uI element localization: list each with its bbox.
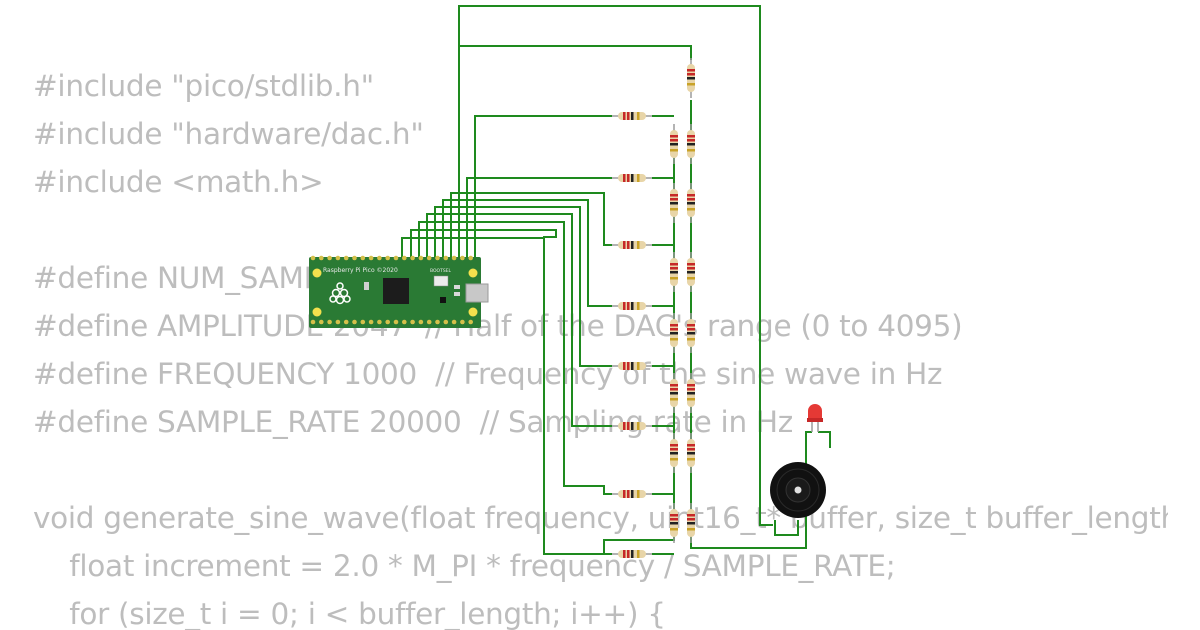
wire — [466, 177, 612, 258]
resistor — [611, 111, 653, 121]
resistor — [611, 173, 653, 183]
buzzer — [770, 462, 826, 518]
wire — [474, 115, 612, 258]
resistor — [611, 240, 653, 250]
wire — [818, 431, 831, 448]
resistor — [669, 251, 679, 293]
resistor — [686, 251, 696, 293]
resistor-ladder — [611, 57, 696, 559]
resistor — [686, 432, 696, 474]
wire — [426, 213, 612, 427]
flash-chip — [440, 297, 446, 303]
code-line: #include <math.h> — [33, 165, 324, 199]
pico-board: Raspberry Pi Pico ©2020 BOOTSEL — [309, 255, 489, 328]
code-line: #include "hardware/dac.h" — [33, 117, 424, 151]
wire — [774, 520, 799, 536]
resistor — [611, 361, 653, 371]
resistor — [611, 301, 653, 311]
board-title: Raspberry Pi Pico ©2020 — [323, 267, 398, 274]
code-line: #define FREQUENCY 1000 // Frequency of t… — [33, 357, 943, 391]
resistor — [686, 372, 696, 414]
red-led — [807, 404, 823, 432]
board-pins — [310, 255, 474, 325]
resistor — [611, 549, 653, 559]
resistor — [686, 182, 696, 224]
code-line: #define SAMPLE_RATE 20000 // Sampling ra… — [33, 405, 793, 439]
wire — [442, 199, 612, 307]
code-line: #include "pico/stdlib.h" — [33, 69, 374, 103]
resistor — [686, 57, 696, 99]
rp2040-chip — [383, 278, 409, 304]
bootsel-button — [433, 275, 449, 287]
code-line: float increment = 2.0 * M_PI * frequency… — [33, 549, 896, 583]
resistor — [669, 182, 679, 224]
wire — [434, 206, 612, 367]
resistor — [686, 123, 696, 165]
bootsel-label: BOOTSEL — [430, 268, 452, 274]
resistor — [686, 502, 696, 544]
code-editor-background: #include "pico/stdlib.h" #include "hardwa… — [33, 69, 1168, 630]
resistor — [669, 502, 679, 544]
wires — [401, 5, 831, 555]
usb-port — [465, 283, 489, 303]
wire — [458, 45, 692, 258]
wire — [458, 5, 773, 526]
resistor — [669, 432, 679, 474]
resistor — [611, 489, 653, 499]
resistor — [669, 123, 679, 165]
wire — [401, 237, 544, 258]
code-line: for (size_t i = 0; i < buffer_length; i+… — [33, 597, 666, 630]
wire — [410, 229, 612, 555]
wire — [418, 221, 612, 495]
resistor — [686, 312, 696, 354]
resistor — [669, 372, 679, 414]
code-line: void generate_sine_wave(float frequency,… — [33, 501, 1168, 535]
resistor — [611, 421, 653, 431]
crystal — [364, 282, 369, 290]
resistor — [669, 312, 679, 354]
raspberry-logo-icon — [329, 282, 351, 305]
